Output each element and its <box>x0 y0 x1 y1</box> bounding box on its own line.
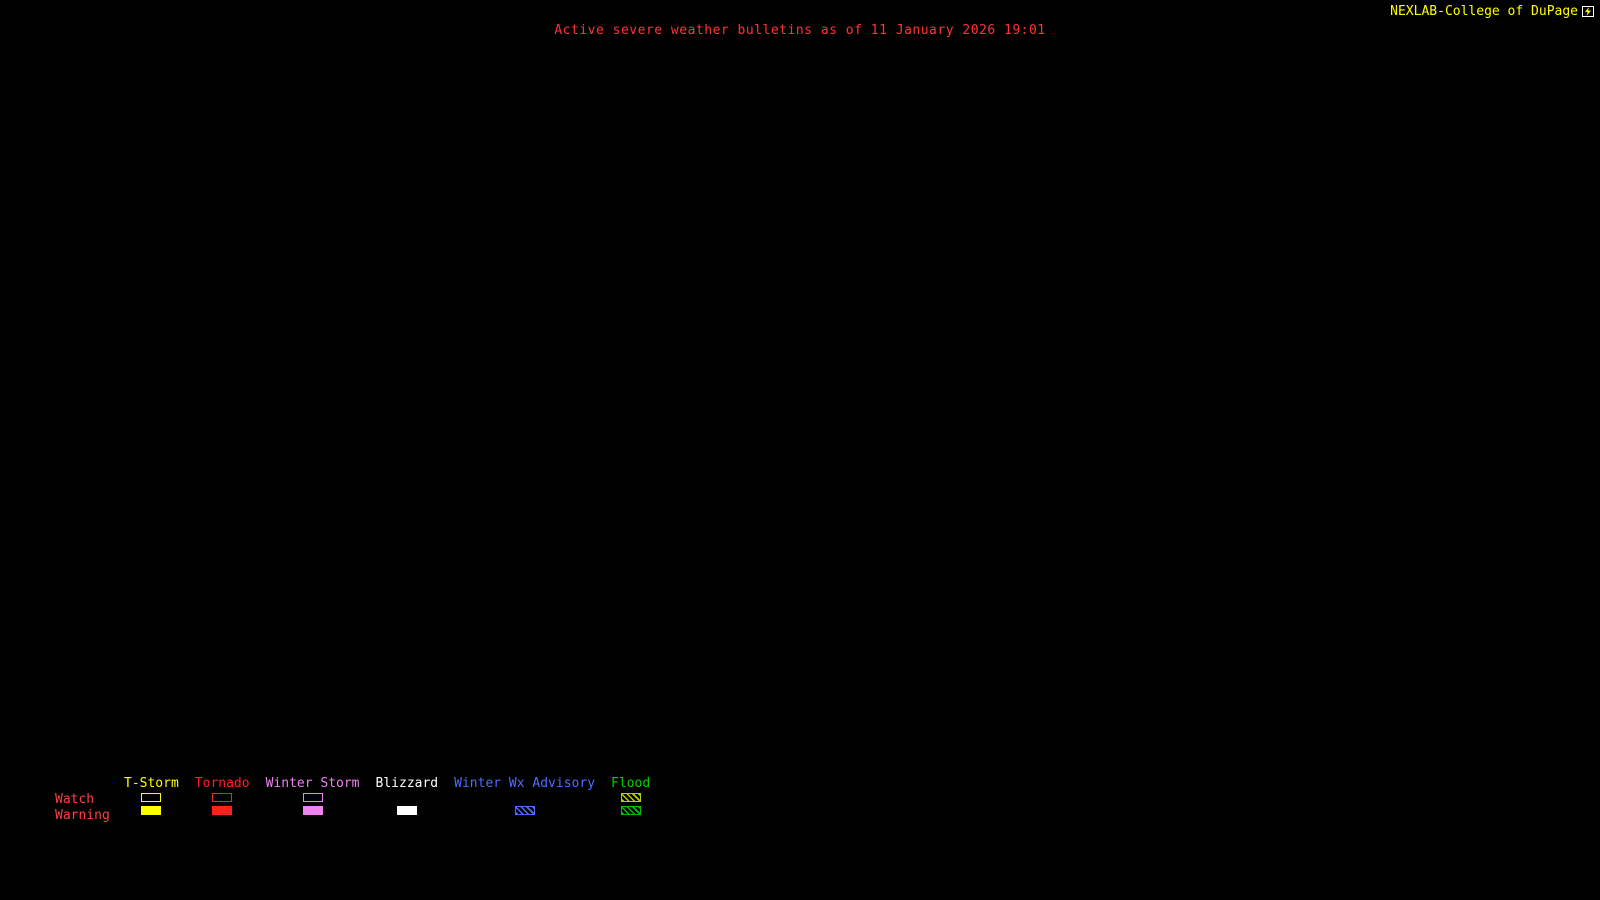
legend-row-labels: Watch Warning <box>55 777 110 825</box>
page-title: Active severe weather bulletins as of 11… <box>554 23 1046 38</box>
legend-category-label: Tornado <box>194 776 250 791</box>
legend: Watch Warning T-Storm Tornado Winter Sto… <box>55 777 666 825</box>
legend-header-spacer <box>55 777 110 793</box>
legend-watch-swatch <box>302 793 323 802</box>
legend-category-label: Winter Storm <box>265 776 360 791</box>
legend-watch-swatch <box>620 793 641 802</box>
legend-category-label: T-Storm <box>124 776 179 791</box>
legend-category: Flood <box>611 777 650 819</box>
legend-category: Winter Storm <box>266 777 360 819</box>
legend-category-label: Winter Wx Advisory <box>454 776 596 791</box>
brand-text: NEXLAB-College of DuPage <box>1390 4 1578 19</box>
legend-warning-swatch <box>141 806 162 815</box>
legend-category-label: Blizzard <box>375 776 439 791</box>
legend-category-label: Flood <box>611 776 651 791</box>
brand: NEXLAB-College of DuPage <box>1390 4 1594 19</box>
legend-category: Winter Wx Advisory <box>454 777 595 819</box>
legend-warning-swatch <box>396 806 417 815</box>
legend-warning-row-label: Warning <box>55 808 110 823</box>
legend-categories: T-Storm Tornado Winter Storm Blizzard Wi… <box>124 777 666 819</box>
legend-category: Blizzard <box>375 776 439 819</box>
legend-category: Tornado <box>195 777 250 819</box>
legend-watch-row-label: Watch <box>55 792 95 807</box>
legend-warning-swatch <box>514 806 535 815</box>
legend-warning-swatch <box>212 806 233 815</box>
nexlab-logo-icon <box>1582 6 1594 17</box>
legend-warning-swatch <box>620 806 641 815</box>
legend-watch-swatch <box>212 793 233 802</box>
legend-warning-swatch <box>302 806 323 815</box>
legend-category: T-Storm <box>124 777 179 819</box>
legend-watch-swatch <box>141 793 162 802</box>
